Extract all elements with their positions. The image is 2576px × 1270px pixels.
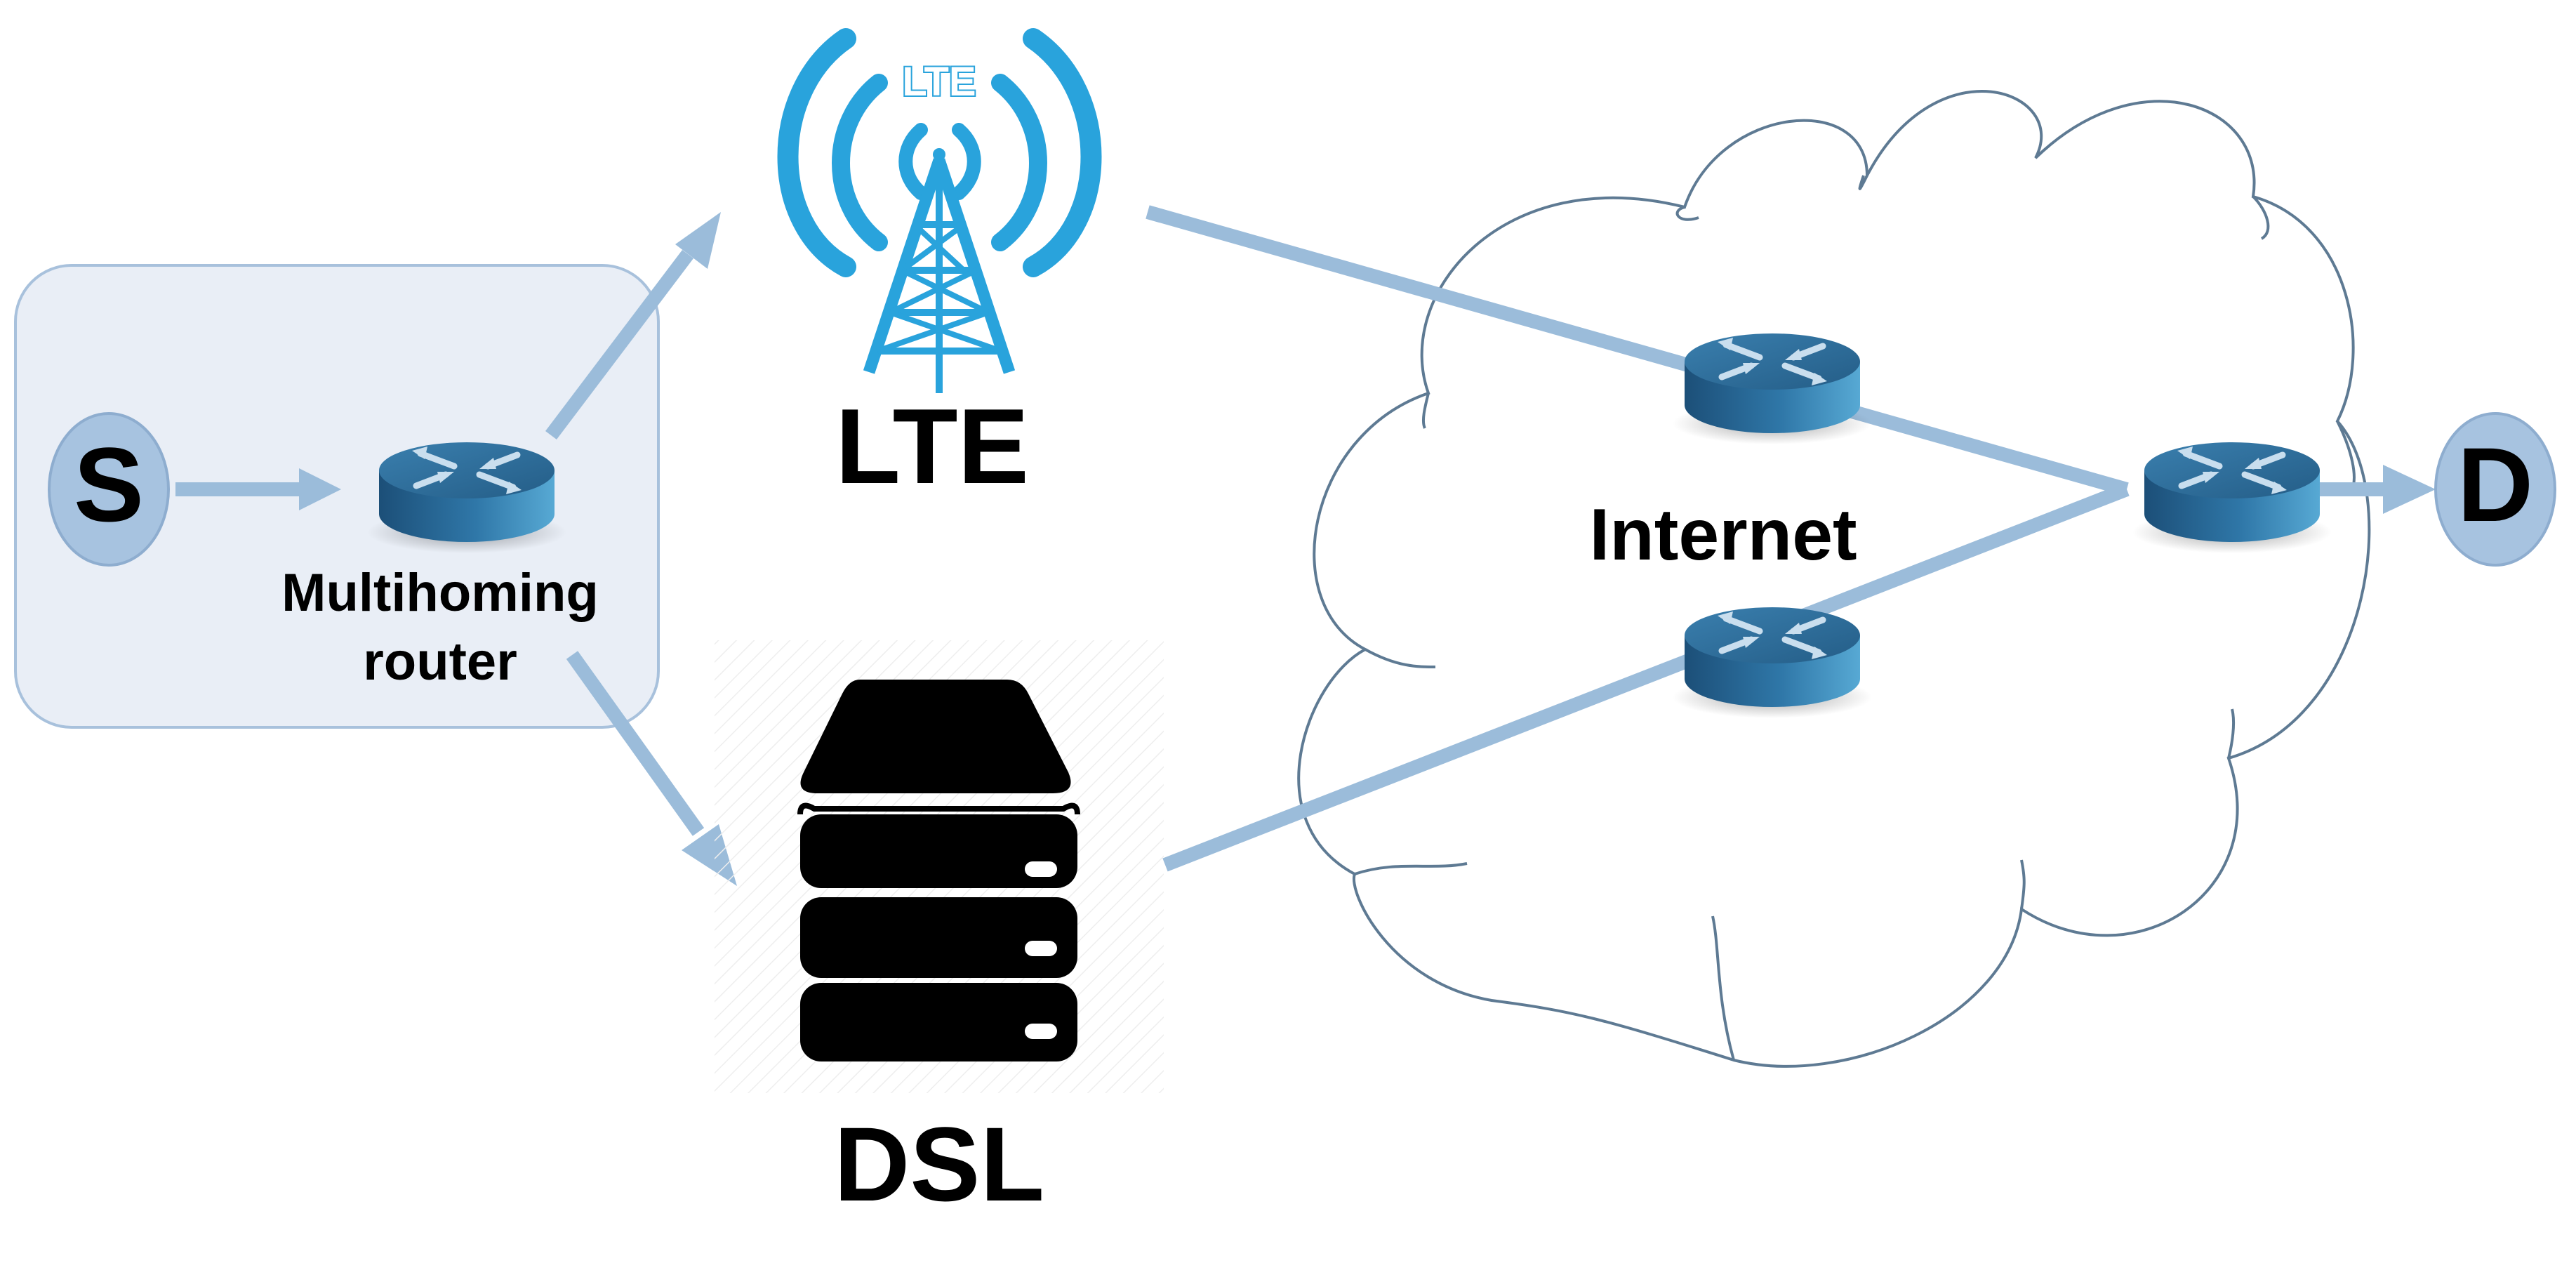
link-dsl-to-internet [1162, 482, 2130, 872]
internet-cloud-icon [1297, 90, 2371, 1068]
edge-router-icon [2132, 442, 2332, 553]
multihoming-router-icon [367, 442, 566, 553]
server-stack-icon [797, 680, 1080, 1061]
internet-router-upper-icon [1673, 333, 1872, 444]
internet-label: Internet [1589, 494, 1857, 576]
lte-badge [893, 62, 985, 98]
multihoming-group-box [14, 264, 660, 729]
internet-router-lower-icon [1673, 607, 1872, 718]
multihoming-router-label-line1: Multihoming [281, 563, 599, 623]
dsl-label: DSL [834, 1105, 1044, 1223]
arrowhead-to-d [2383, 465, 2436, 514]
source-node [48, 412, 170, 567]
link-lte-to-internet [1146, 205, 2129, 496]
source-label: S [74, 425, 144, 543]
lte-badge-label: LTE [902, 59, 976, 105]
destination-node [2434, 412, 2556, 567]
link-router-to-dsl [566, 651, 705, 836]
lte-label: LTE [835, 387, 1029, 506]
cell-tower-icon: LTE [777, 28, 1102, 393]
multihoming-router-label-line2: router [363, 632, 517, 692]
cloud-detail-curls [1354, 175, 2356, 1061]
arrowhead-to-lte [675, 212, 721, 269]
destination-label: D [2457, 425, 2533, 543]
arrowhead-to-router [299, 468, 341, 510]
link-router-to-lte [545, 249, 693, 440]
